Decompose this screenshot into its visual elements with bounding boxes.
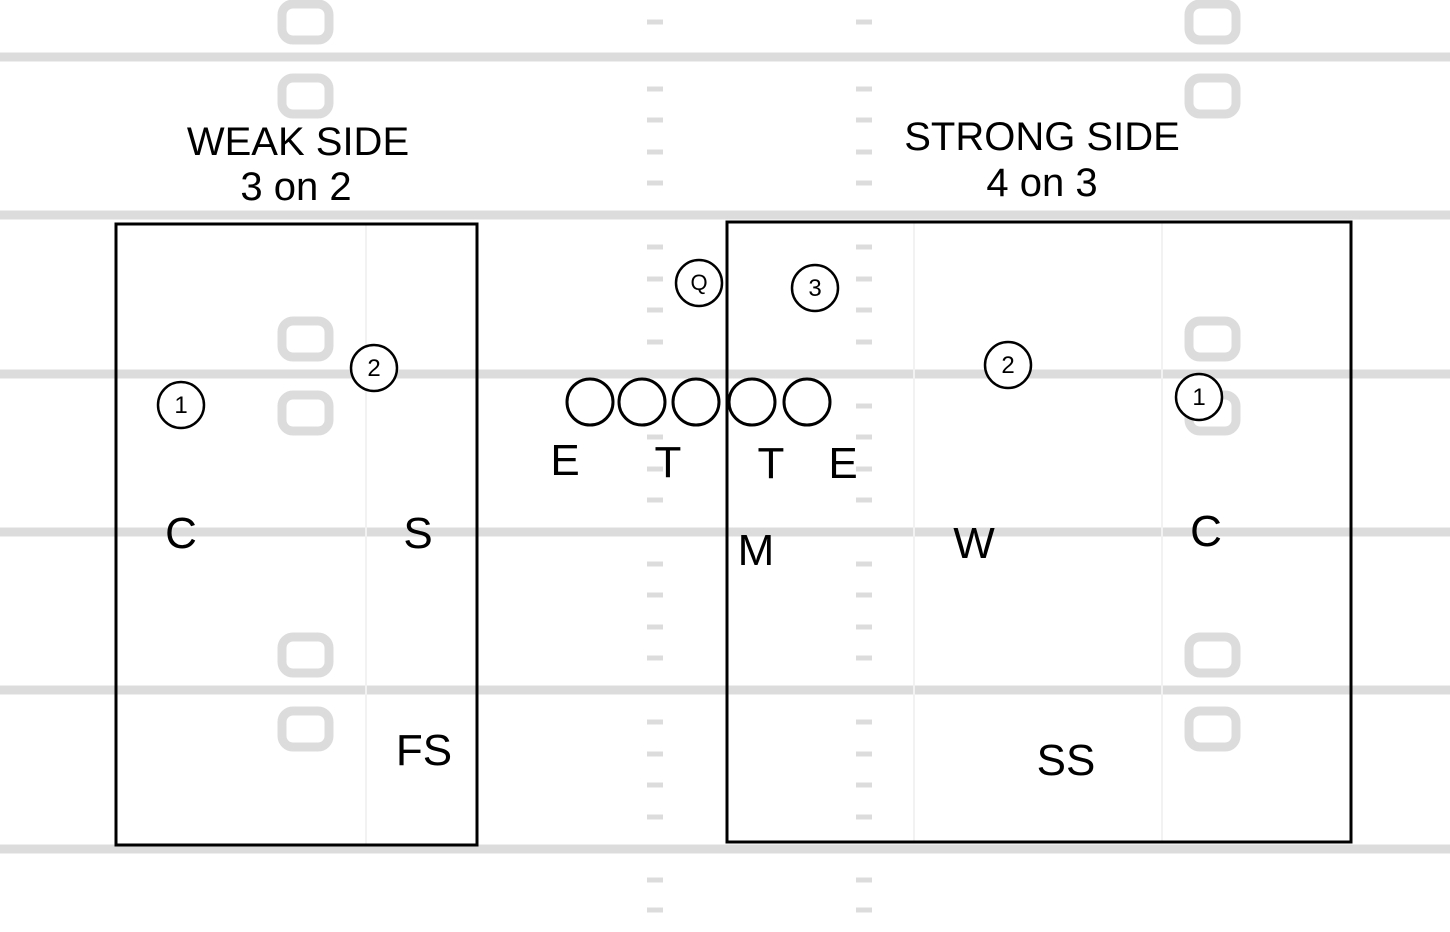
- receiver: 3: [790, 263, 840, 313]
- yard-number-zero: [277, 390, 334, 436]
- quarterback-circle: [674, 258, 724, 308]
- receiver-circle: [790, 263, 840, 313]
- yard-number-zero: [277, 632, 334, 678]
- strong-side-receivers: 3 2 1: [790, 263, 1224, 422]
- offensive-lineman: [617, 377, 667, 427]
- free-safety-label: FS: [396, 726, 452, 775]
- yard-number-zero: [1184, 316, 1241, 362]
- weak-corner-label: C: [165, 509, 197, 558]
- receiver-circle: [349, 343, 399, 393]
- offensive-lineman: [782, 377, 832, 427]
- weak-side-title: WEAK SIDE: [187, 120, 409, 164]
- yard-number-zero: [277, 706, 334, 752]
- will-linebacker-label: W: [953, 519, 995, 568]
- yard-number-zero: [277, 0, 334, 45]
- receiver: 2: [983, 340, 1033, 390]
- defensive-line: E T T E: [550, 436, 857, 488]
- defensive-end-label: E: [550, 436, 579, 485]
- strong-safety-label: SS: [1037, 736, 1096, 785]
- strong-corner-label: C: [1190, 507, 1222, 556]
- receiver-number: 3: [808, 275, 821, 302]
- offensive-line: [565, 377, 832, 427]
- receiver: 2: [349, 343, 399, 393]
- offensive-lineman: [727, 377, 777, 427]
- quarterback-label: Q: [690, 270, 707, 295]
- receiver: 1: [156, 380, 206, 430]
- receiver-number: 1: [174, 392, 187, 419]
- hash-marks: [647, 19, 872, 913]
- yard-number-zero: [277, 73, 334, 119]
- offensive-lineman: [565, 377, 615, 427]
- yard-number-zero: [277, 316, 334, 362]
- strong-side-zone-box: [725, 220, 1353, 844]
- faint-guides: [365, 222, 1163, 845]
- field-markings: [0, 0, 1450, 913]
- yard-number-zero: [1184, 632, 1241, 678]
- defensive-tackle-label: T: [758, 439, 785, 488]
- yard-number-zero: [1184, 0, 1241, 45]
- yard-number-zero: [1184, 73, 1241, 119]
- strong-side-matchup: 4 on 3: [986, 161, 1097, 205]
- defensive-tackle-label: T: [655, 438, 682, 487]
- weak-side-receivers: 1 2: [156, 343, 399, 430]
- receiver-number: 1: [1192, 384, 1205, 411]
- strong-side-title: STRONG SIDE: [904, 115, 1180, 159]
- yard-number-zero: [1184, 706, 1241, 752]
- weak-safety-label: S: [403, 509, 432, 558]
- yard-numbers: [277, 0, 1241, 752]
- quarterback: Q: [674, 258, 724, 308]
- receiver-number: 2: [1001, 352, 1014, 379]
- weak-side-zone-box: [114, 222, 479, 847]
- weak-side-matchup: 3 on 2: [240, 165, 351, 209]
- receiver-circle: [1174, 372, 1224, 422]
- offensive-lineman: [671, 377, 721, 427]
- defensive-end-label: E: [828, 439, 857, 488]
- receiver: 1: [1174, 372, 1224, 422]
- receiver-circle: [156, 380, 206, 430]
- receiver-number: 2: [367, 355, 380, 382]
- receiver-circle: [983, 340, 1033, 390]
- mike-linebacker-label: M: [738, 526, 775, 575]
- yard-lines: [0, 52, 1450, 854]
